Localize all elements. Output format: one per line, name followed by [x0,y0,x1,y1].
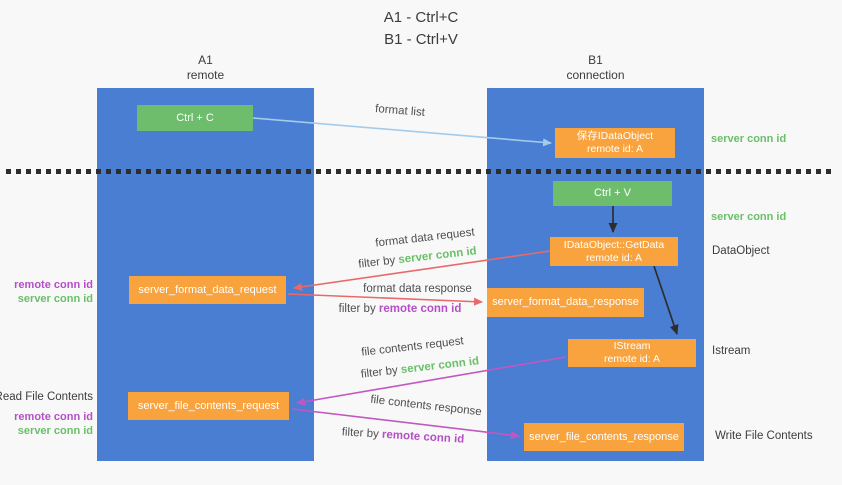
getdata-to-istream-arrow [653,265,679,335]
istream-line2: remote id: A [603,353,661,365]
column-b1-subtitle: connection [566,68,625,82]
format-data-request-arrow [293,250,551,291]
format-data-response-filter-label: filter by remote conn id [322,303,478,315]
read-file-contents-annotation: Read File Contents [0,391,93,403]
ctrl-v-label: Ctrl + V [594,187,631,199]
dataobject-annotation: DataObject [712,245,770,257]
file-contents-request-arrow [296,356,567,406]
format-list-arrow [252,117,552,147]
column-b1-name: B1 [588,53,603,67]
remote-conn-id-text: remote conn id [378,303,462,315]
diagram-title: A1 - Ctrl+C B1 - Ctrl+V [0,7,842,51]
server-conn-id-annotation-mid: server conn id [711,211,787,223]
getdata-node: IDataObject::GetData remote id: A [550,237,678,266]
server-format-data-request-node: server_format_data_request [129,276,286,304]
getdata-line1: IDataObject::GetData [563,238,665,251]
write-file-contents-annotation: Write File Contents [715,430,813,442]
ctrl-c-label: Ctrl + C [176,111,214,124]
column-a1-subtitle: remote [186,68,225,82]
file-contents-response-arrow [291,408,520,440]
server-conn-id-annotation-top: server conn id [711,133,787,145]
format-data-response-label: format data response [363,283,472,295]
istream-node: IStream remote id: A [568,339,696,367]
server-conn-id-annotation: server conn id [17,293,93,305]
server-file-contents-response-node: server_file_contents_response [524,423,684,451]
filter-by-text: filter by [338,303,376,315]
istream-annotation: Istream [712,345,751,357]
server-file-contents-response-label: server_file_contents_response [529,430,679,443]
column-a1-header: A1 remote [97,53,314,83]
remote-conn-id-annotation: remote conn id [14,279,93,291]
conn-id-annotation-left-top: remote conn id server conn id [14,278,93,306]
remote-conn-id-annotation: remote conn id [14,411,93,423]
istream-line1: IStream [613,340,651,352]
column-a1-name: A1 [198,53,213,67]
ctrl-v-node: Ctrl + V [553,181,672,206]
save-dataobject-node: 保存IDataObject remote id: A [555,128,675,158]
filter-by-text: filter by [341,426,380,441]
title-line-2: B1 - Ctrl+V [384,31,458,48]
dotted-divider-line [6,169,836,174]
server-file-contents-request-node: server_file_contents_request [128,392,289,420]
server-format-data-response-label: server_format_data_response [492,296,639,308]
server-format-data-request-label: server_format_data_request [138,283,277,296]
format-data-response-arrow [287,293,483,306]
conn-id-annotation-left-bottom: remote conn id server conn id [14,410,93,438]
title-line-1: A1 - Ctrl+C [383,9,459,26]
server-file-contents-request-label: server_file_contents_request [137,399,280,412]
ctrl-c-node: Ctrl + C [137,105,253,131]
server-format-data-response-node: server_format_data_response [487,288,644,317]
getdata-line2: remote id: A [585,251,643,264]
server-conn-id-annotation: server conn id [17,425,93,437]
save-dataobject-line1: 保存IDataObject [576,130,654,142]
save-dataobject-line2: remote id: A [586,143,644,155]
column-b1-header: B1 connection [487,53,704,83]
